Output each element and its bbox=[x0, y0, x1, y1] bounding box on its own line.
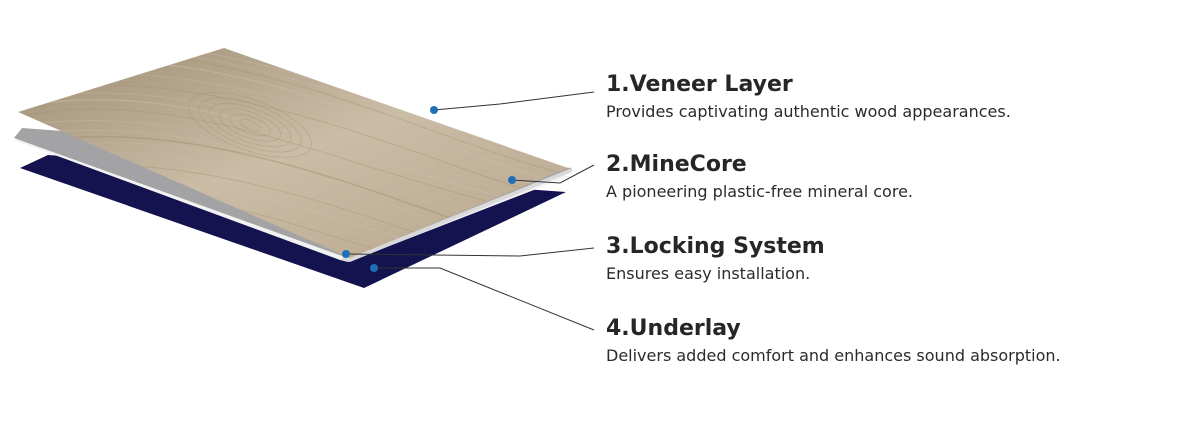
layer-label-veneer: 1.Veneer Layer Provides captivating auth… bbox=[606, 72, 1186, 122]
pin-locking bbox=[342, 250, 350, 258]
pin-veneer bbox=[430, 106, 438, 114]
layer-description: Provides captivating authentic wood appe… bbox=[606, 102, 1011, 121]
veneer-board bbox=[18, 48, 568, 258]
layer-title: 2.MineCore bbox=[606, 152, 747, 177]
pin-minecore bbox=[508, 176, 516, 184]
layer-title: 4.Underlay bbox=[606, 316, 741, 341]
leader-line-2 bbox=[511, 164, 595, 184]
layer-description: A pioneering plastic-free mineral core. bbox=[606, 182, 913, 201]
layer-description: Delivers added comfort and enhances soun… bbox=[606, 346, 1061, 365]
minecore-edge bbox=[342, 168, 572, 262]
layer-description: Ensures easy installation. bbox=[606, 264, 811, 283]
layer-title: 3.Locking System bbox=[606, 234, 825, 259]
layer-label-underlay: 4.Underlay Delivers added comfort and en… bbox=[606, 316, 1186, 366]
leader-line-1 bbox=[433, 91, 595, 111]
layer-title: 1.Veneer Layer bbox=[606, 72, 793, 97]
layer-label-locking-system: 3.Locking System Ensures easy installati… bbox=[606, 234, 1186, 284]
layer-label-minecore: 2.MineCore A pioneering plastic-free min… bbox=[606, 152, 1186, 202]
leader-line-4 bbox=[374, 267, 595, 331]
leader-line-3 bbox=[345, 247, 595, 257]
pin-underlay bbox=[370, 264, 378, 272]
